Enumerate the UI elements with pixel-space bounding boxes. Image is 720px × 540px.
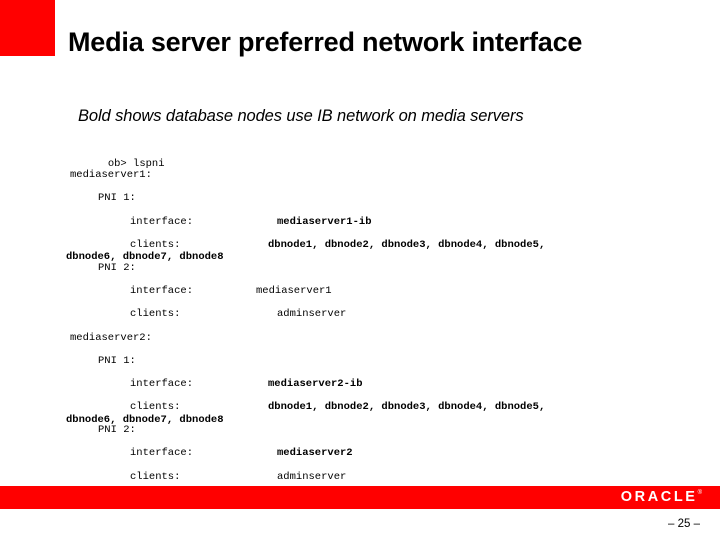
page-number: – 25 –	[668, 518, 700, 530]
accent-square-decoration	[0, 0, 55, 56]
terminal-line: PNI 1:	[70, 192, 670, 215]
oracle-logo: ORACLE®	[621, 489, 702, 505]
terminal-line: interface: mediaserver2-ib	[70, 378, 670, 401]
page-title: Media server preferred network interface	[68, 27, 583, 57]
terminal-output: ob> lspni mediaserver1: PNI 1: interface: m…	[66, 146, 670, 494]
terminal-line-value: mediaserver1	[256, 285, 332, 298]
terminal-line: PNI 2:	[70, 262, 670, 285]
terminal-line-label: clients:	[130, 470, 181, 483]
terminal-line: mediaserver1:	[70, 169, 670, 192]
slide-subtitle: Bold shows database nodes use IB network…	[78, 107, 524, 125]
terminal-line-label: PNI 1:	[98, 354, 136, 367]
terminal-line-label: clients:	[130, 401, 181, 414]
terminal-line: interface: mediaserver1-ib	[70, 216, 670, 239]
terminal-line: clients: adminserver	[70, 471, 670, 494]
footer-bar	[0, 486, 720, 509]
terminal-line: clients: dbnode1, dbnode2, dbnode3, dbnod…	[66, 238, 670, 264]
terminal-line-wrap-continuation: dbnode6, dbnode7, dbnode8	[66, 413, 224, 426]
terminal-line: mediaserver2:	[70, 332, 670, 355]
terminal-line: PNI 2:	[70, 424, 670, 447]
terminal-line-value: mediaserver1-ib	[277, 215, 372, 228]
trademark-icon: ®	[697, 490, 702, 496]
terminal-line-value: dbnode1, dbnode2, dbnode3, dbnode4, dbno…	[268, 401, 546, 414]
terminal-line: interface: mediaserver1	[70, 285, 670, 308]
terminal-line-value: adminserver	[277, 470, 347, 483]
terminal-line-label: mediaserver2:	[70, 331, 152, 344]
terminal-line-value: mediaserver2-ib	[268, 377, 363, 390]
terminal-line-label: interface:	[130, 285, 194, 298]
terminal-line: interface: mediaserver2	[70, 447, 670, 470]
terminal-line-value: adminserver	[277, 308, 347, 321]
terminal-line-label: PNI 2:	[98, 424, 136, 437]
terminal-line-value: mediaserver2	[277, 447, 353, 460]
terminal-line-label: interface:	[130, 447, 194, 460]
terminal-line-label: clients:	[130, 308, 181, 321]
terminal-line-label: mediaserver1:	[70, 169, 152, 182]
terminal-line: clients: adminserver	[70, 308, 670, 331]
terminal-prompt-line: ob> lspni	[70, 146, 670, 170]
terminal-line-label: PNI 1:	[98, 192, 136, 205]
terminal-prompt-text: ob> lspni	[107, 158, 165, 170]
oracle-logo-text: ORACLE	[620, 489, 698, 505]
terminal-line-label: interface:	[130, 215, 194, 228]
terminal-line-label: PNI 2:	[98, 261, 136, 274]
terminal-line-label: interface:	[130, 377, 194, 390]
terminal-line-value: dbnode1, dbnode2, dbnode3, dbnode4, dbno…	[268, 238, 546, 251]
terminal-line-wrap-continuation: dbnode6, dbnode7, dbnode8	[66, 251, 224, 264]
terminal-line: PNI 1:	[70, 355, 670, 378]
terminal-line-label: clients:	[130, 238, 181, 251]
terminal-line: clients: dbnode1, dbnode2, dbnode3, dbnod…	[66, 401, 670, 426]
